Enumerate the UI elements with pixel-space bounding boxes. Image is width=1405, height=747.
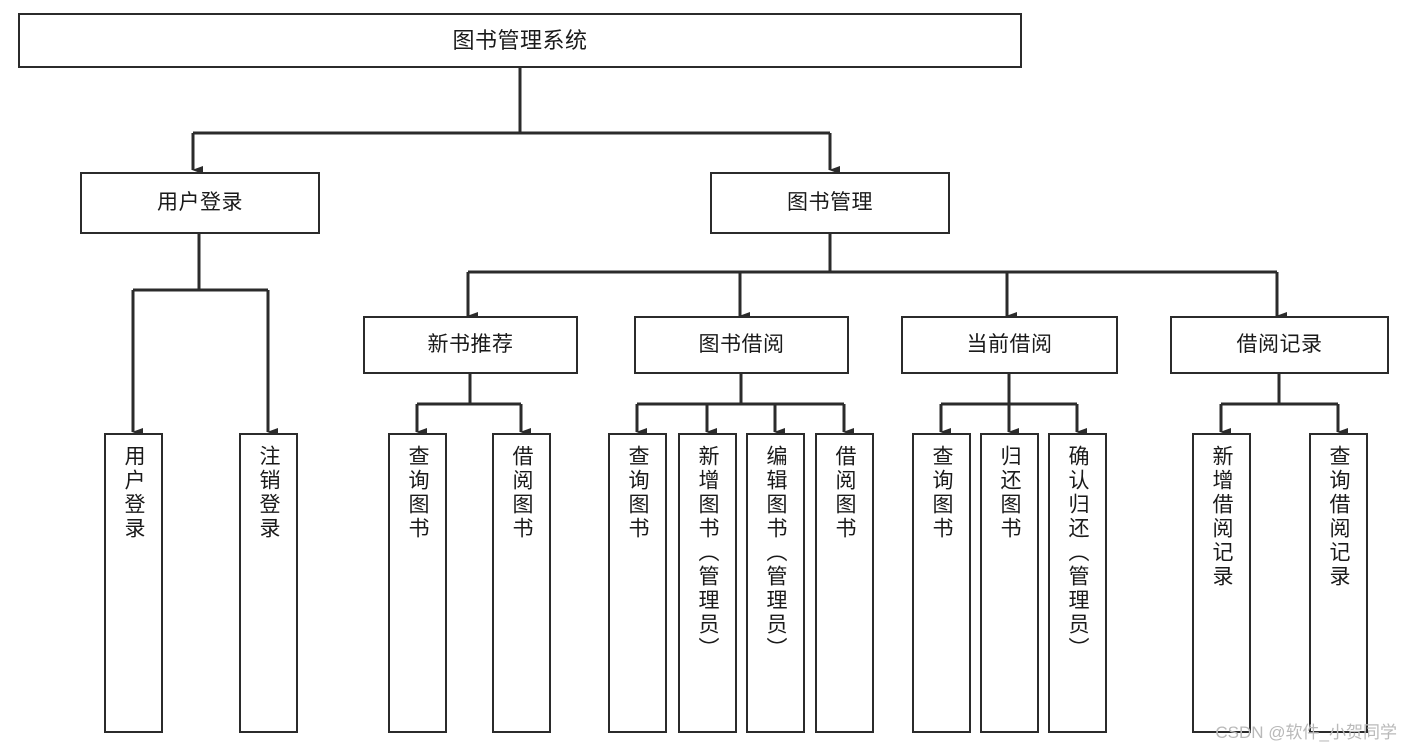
node-label: 查询图书	[626, 445, 649, 541]
node-label: 查询图书	[930, 445, 953, 541]
leaf-user-login[interactable]: 用户登录	[104, 433, 163, 733]
leaf-confirm-return-admin[interactable]: 确认归还（管理员）	[1048, 433, 1107, 733]
node-root-book-management-system[interactable]: 图书管理系统	[18, 13, 1022, 68]
node-current-borrow[interactable]: 当前借阅	[901, 316, 1118, 374]
node-label: 借阅图书	[510, 445, 533, 541]
leaf-return-book[interactable]: 归还图书	[980, 433, 1039, 733]
leaf-add-borrow-record[interactable]: 新增借阅记录	[1192, 433, 1251, 733]
node-label: 图书管理	[787, 190, 873, 214]
node-borrow-record[interactable]: 借阅记录	[1170, 316, 1389, 374]
node-label: 归还图书	[998, 445, 1021, 541]
leaf-query-book-recommend[interactable]: 查询图书	[388, 433, 447, 733]
leaf-query-book-current[interactable]: 查询图书	[912, 433, 971, 733]
node-book-manage[interactable]: 图书管理	[710, 172, 950, 234]
leaf-borrow-book-recommend[interactable]: 借阅图书	[492, 433, 551, 733]
node-user-login[interactable]: 用户登录	[80, 172, 320, 234]
node-label: 图书借阅	[698, 332, 785, 356]
node-label: 新增图书（管理员）	[696, 445, 719, 661]
node-label: 借阅记录	[1236, 332, 1323, 356]
node-label: 用户登录	[122, 445, 145, 541]
csdn-watermark: CSDN @软件_小贺同学	[1215, 723, 1397, 742]
leaf-query-borrow-record[interactable]: 查询借阅记录	[1309, 433, 1368, 733]
leaf-borrow-book-borrow[interactable]: 借阅图书	[815, 433, 874, 733]
node-label: 查询图书	[406, 445, 429, 541]
leaf-logout-login[interactable]: 注销登录	[239, 433, 298, 733]
node-label: 编辑图书（管理员）	[764, 445, 787, 661]
node-label: 当前借阅	[966, 332, 1053, 356]
node-new-book-recommend[interactable]: 新书推荐	[363, 316, 578, 374]
node-label: 新书推荐	[427, 332, 514, 356]
node-label: 借阅图书	[833, 445, 856, 541]
node-book-borrow[interactable]: 图书借阅	[634, 316, 849, 374]
leaf-add-book-admin[interactable]: 新增图书（管理员）	[678, 433, 737, 733]
node-label: 确认归还（管理员）	[1066, 445, 1089, 661]
node-label: 查询借阅记录	[1327, 445, 1350, 589]
node-label: 图书管理系统	[452, 27, 588, 53]
node-label: 用户登录	[157, 190, 243, 214]
node-label: 注销登录	[257, 445, 280, 541]
leaf-edit-book-admin[interactable]: 编辑图书（管理员）	[746, 433, 805, 733]
leaf-query-book-borrow[interactable]: 查询图书	[608, 433, 667, 733]
node-label: 新增借阅记录	[1210, 445, 1233, 589]
